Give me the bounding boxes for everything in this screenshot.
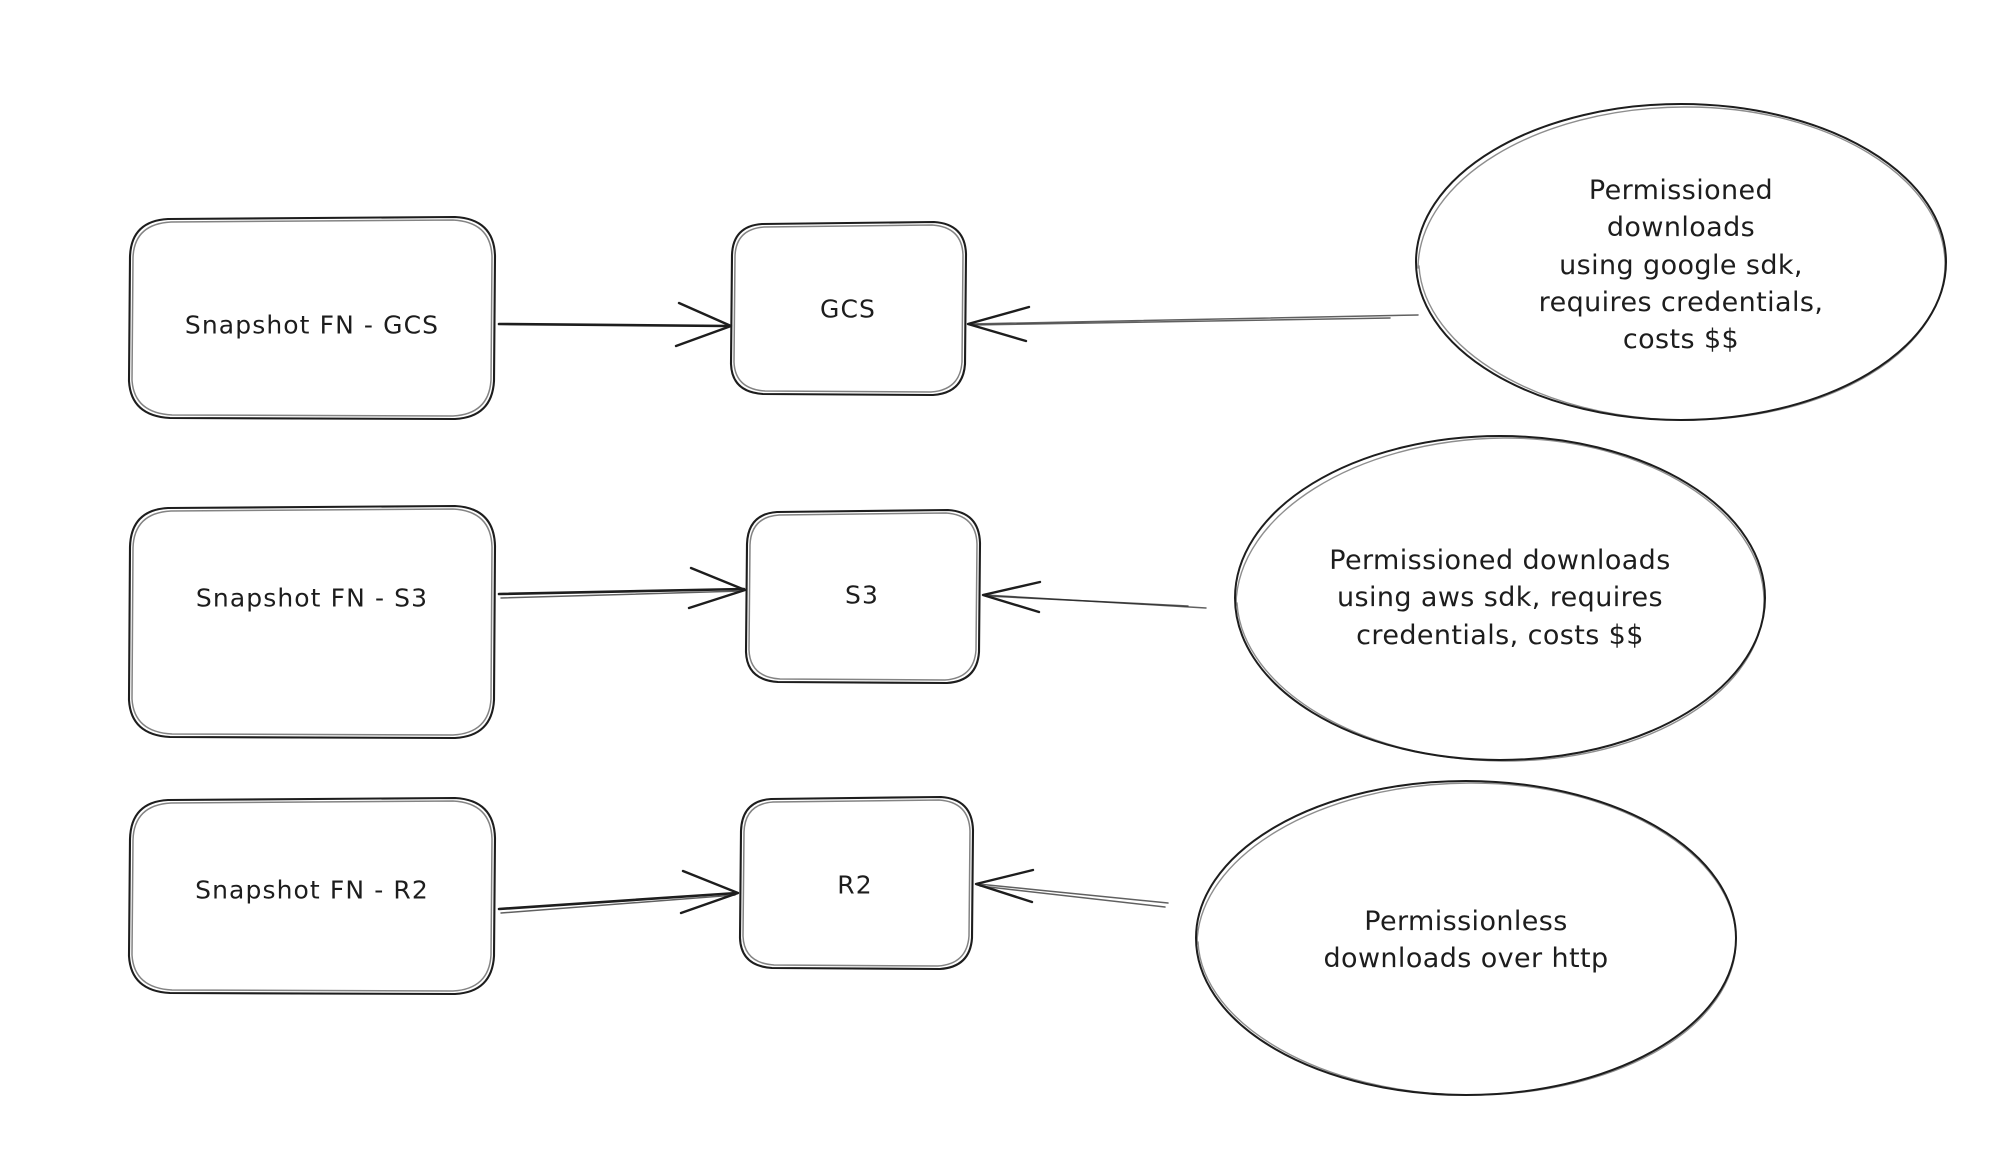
- edge-note-s3-to-s3: [981, 580, 1207, 614]
- edge-note-gcs-to-gcs: [966, 305, 1419, 343]
- node-fn-gcs-shape[interactable]: [127, 215, 497, 421]
- edge-fn-gcs-to-gcs: [497, 301, 733, 348]
- edge-note-r2-to-r2: [974, 868, 1169, 908]
- node-note-r2-shape[interactable]: [1195, 780, 1737, 1096]
- node-note-gcs-shape[interactable]: [1415, 103, 1947, 421]
- node-gcs-shape[interactable]: [729, 220, 968, 397]
- node-s3-shape[interactable]: [744, 508, 982, 685]
- edge-fn-s3-to-s3: [497, 566, 747, 610]
- node-fn-s3-shape[interactable]: [127, 504, 497, 740]
- edge-fn-r2-to-r2: [497, 869, 740, 915]
- node-r2-shape[interactable]: [738, 795, 975, 971]
- node-note-s3-shape[interactable]: [1234, 435, 1766, 762]
- node-fn-r2-shape[interactable]: [127, 796, 497, 996]
